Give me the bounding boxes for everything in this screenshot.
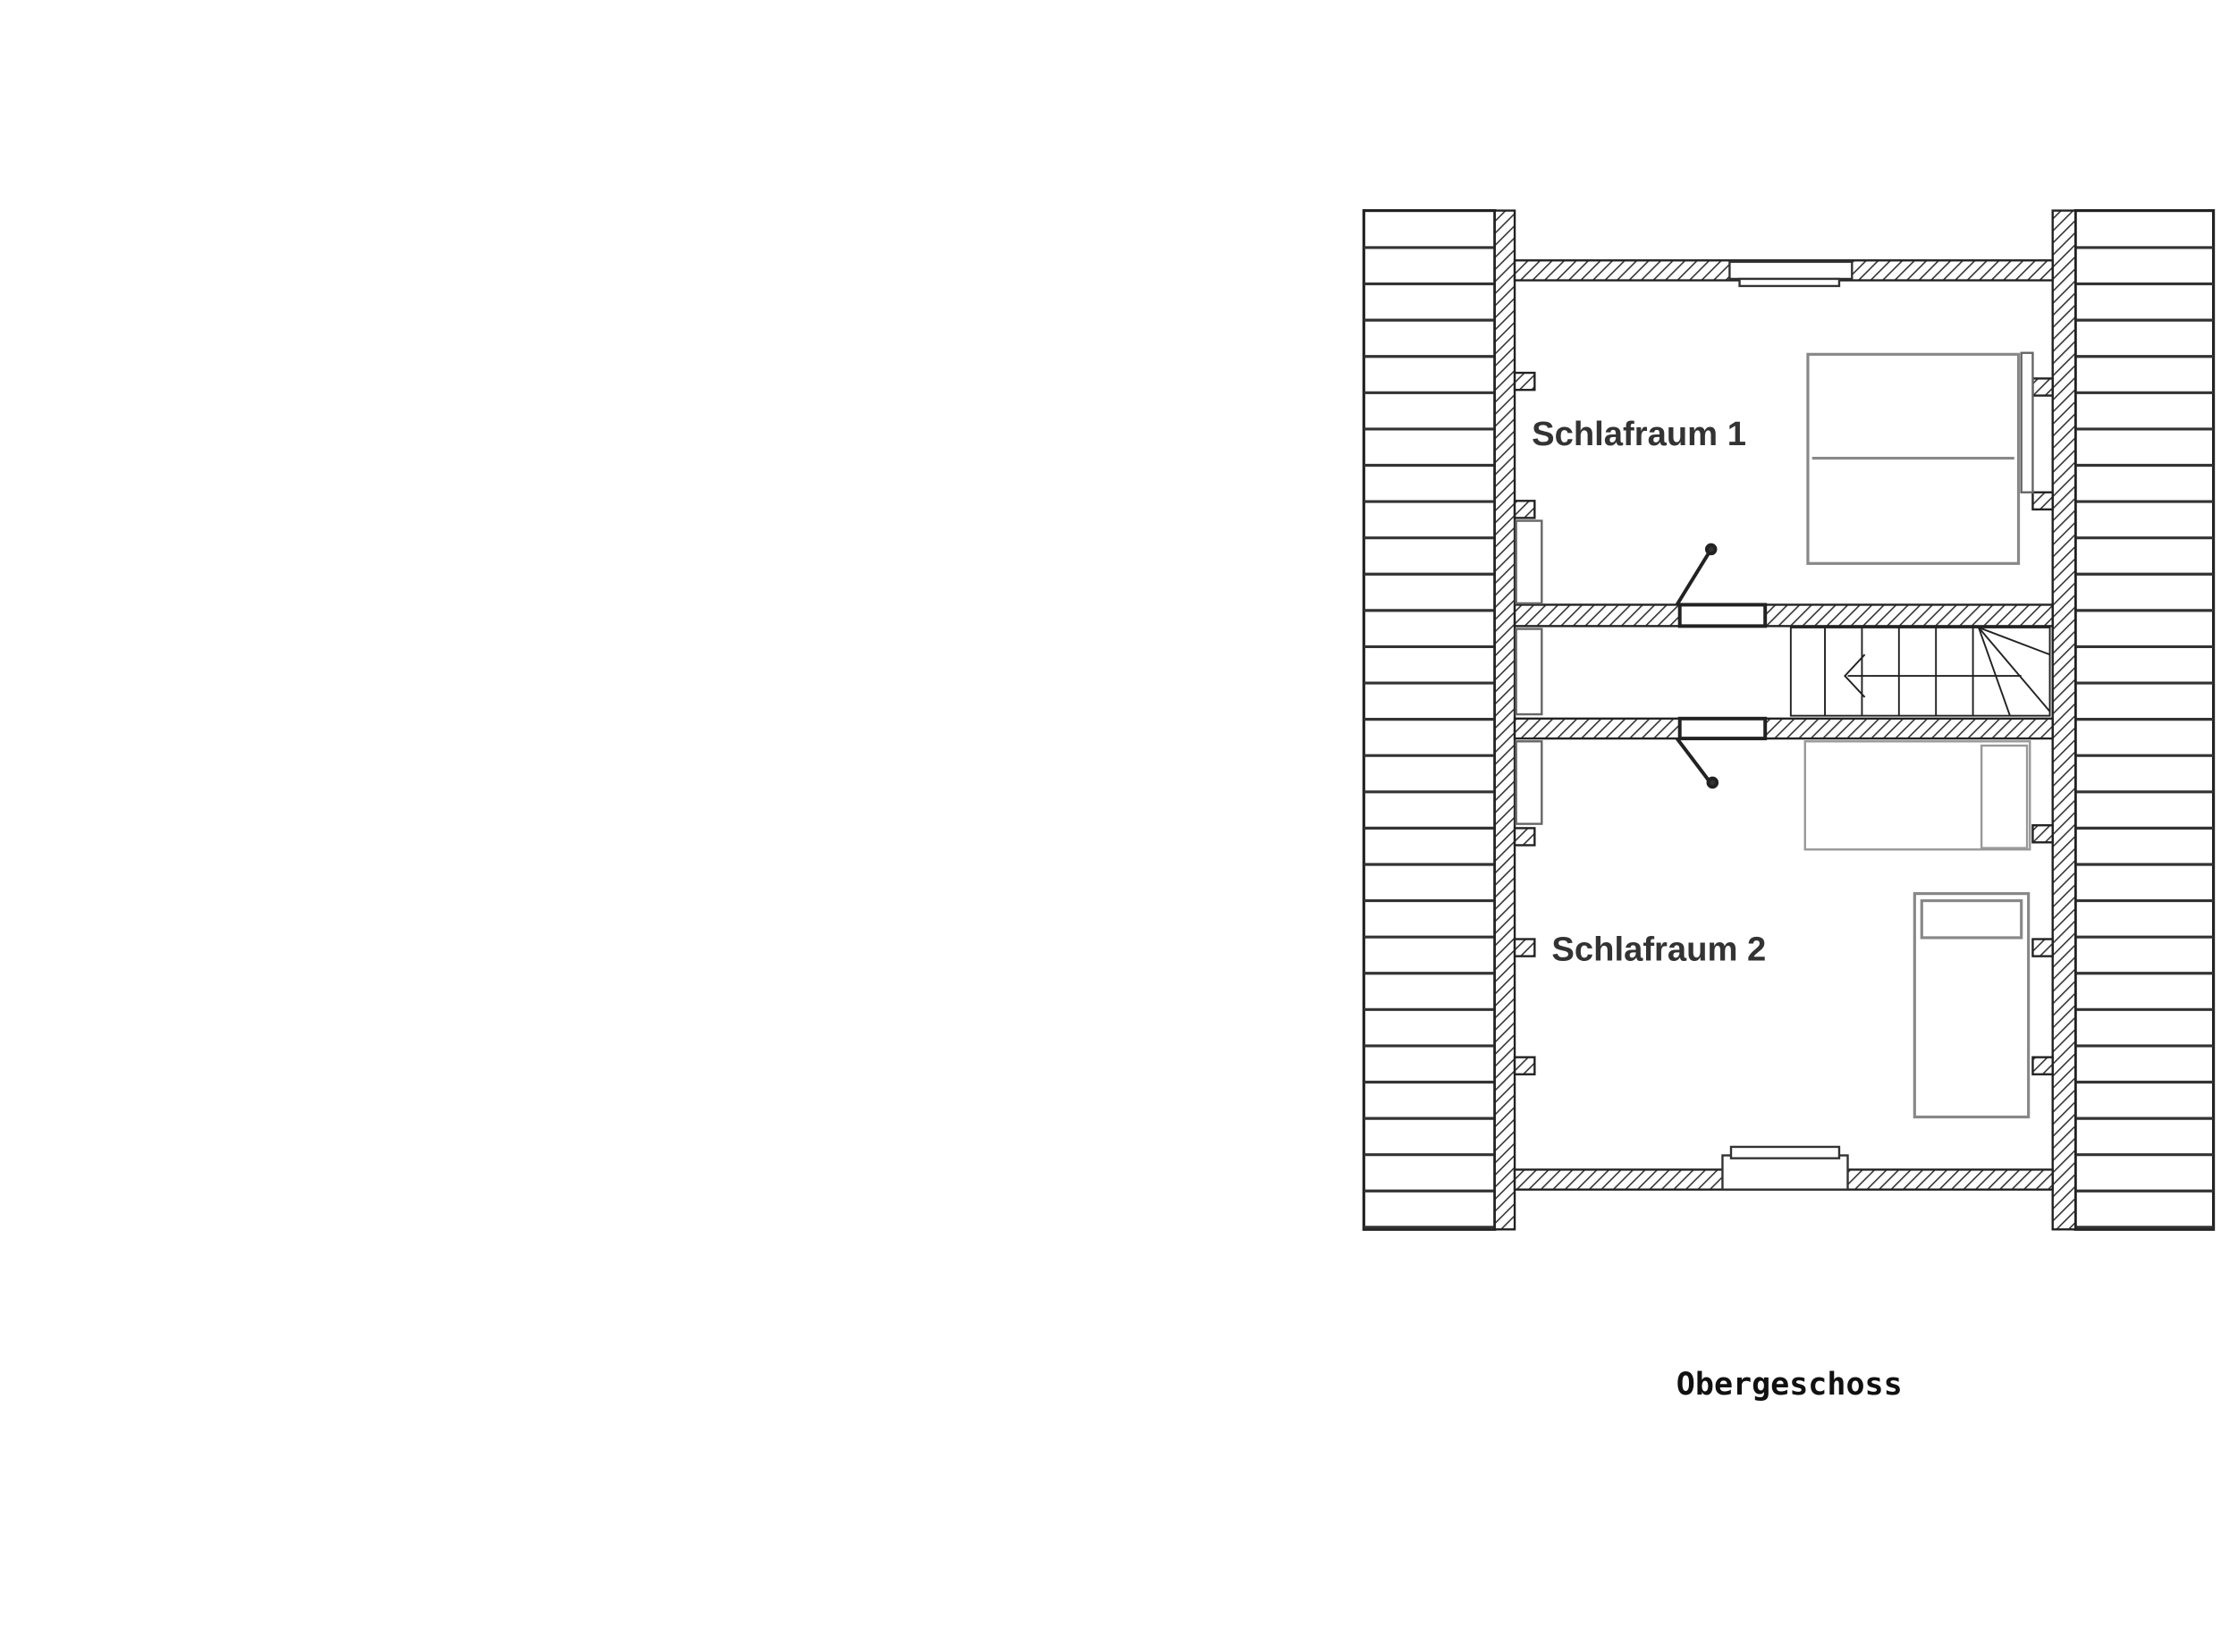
wall-corridor-bottom	[1513, 717, 2054, 740]
wardrobes	[1515, 351, 2034, 825]
room-label-schlafraum-1: Schlafraum 1	[1532, 415, 1746, 453]
door-schlafraum-2[interactable]	[1675, 716, 1768, 789]
floor-caption: Obergeschoss	[1676, 1367, 1903, 1403]
window-top	[1728, 260, 1854, 288]
roof-left	[1362, 208, 1497, 1231]
roof-right	[2073, 208, 2216, 1231]
wall-right	[2051, 209, 2077, 1231]
wall-corridor-top	[1513, 603, 2054, 628]
wall-left	[1493, 209, 1516, 1231]
double-bed	[1806, 352, 2021, 565]
room-label-schlafraum-2: Schlafraum 2	[1551, 930, 1766, 968]
door-schlafraum-1[interactable]	[1675, 543, 1768, 628]
window-bottom	[1721, 1145, 1849, 1191]
desk	[1803, 740, 2031, 851]
single-bed	[1913, 892, 2031, 1119]
staircase	[1789, 626, 2051, 717]
